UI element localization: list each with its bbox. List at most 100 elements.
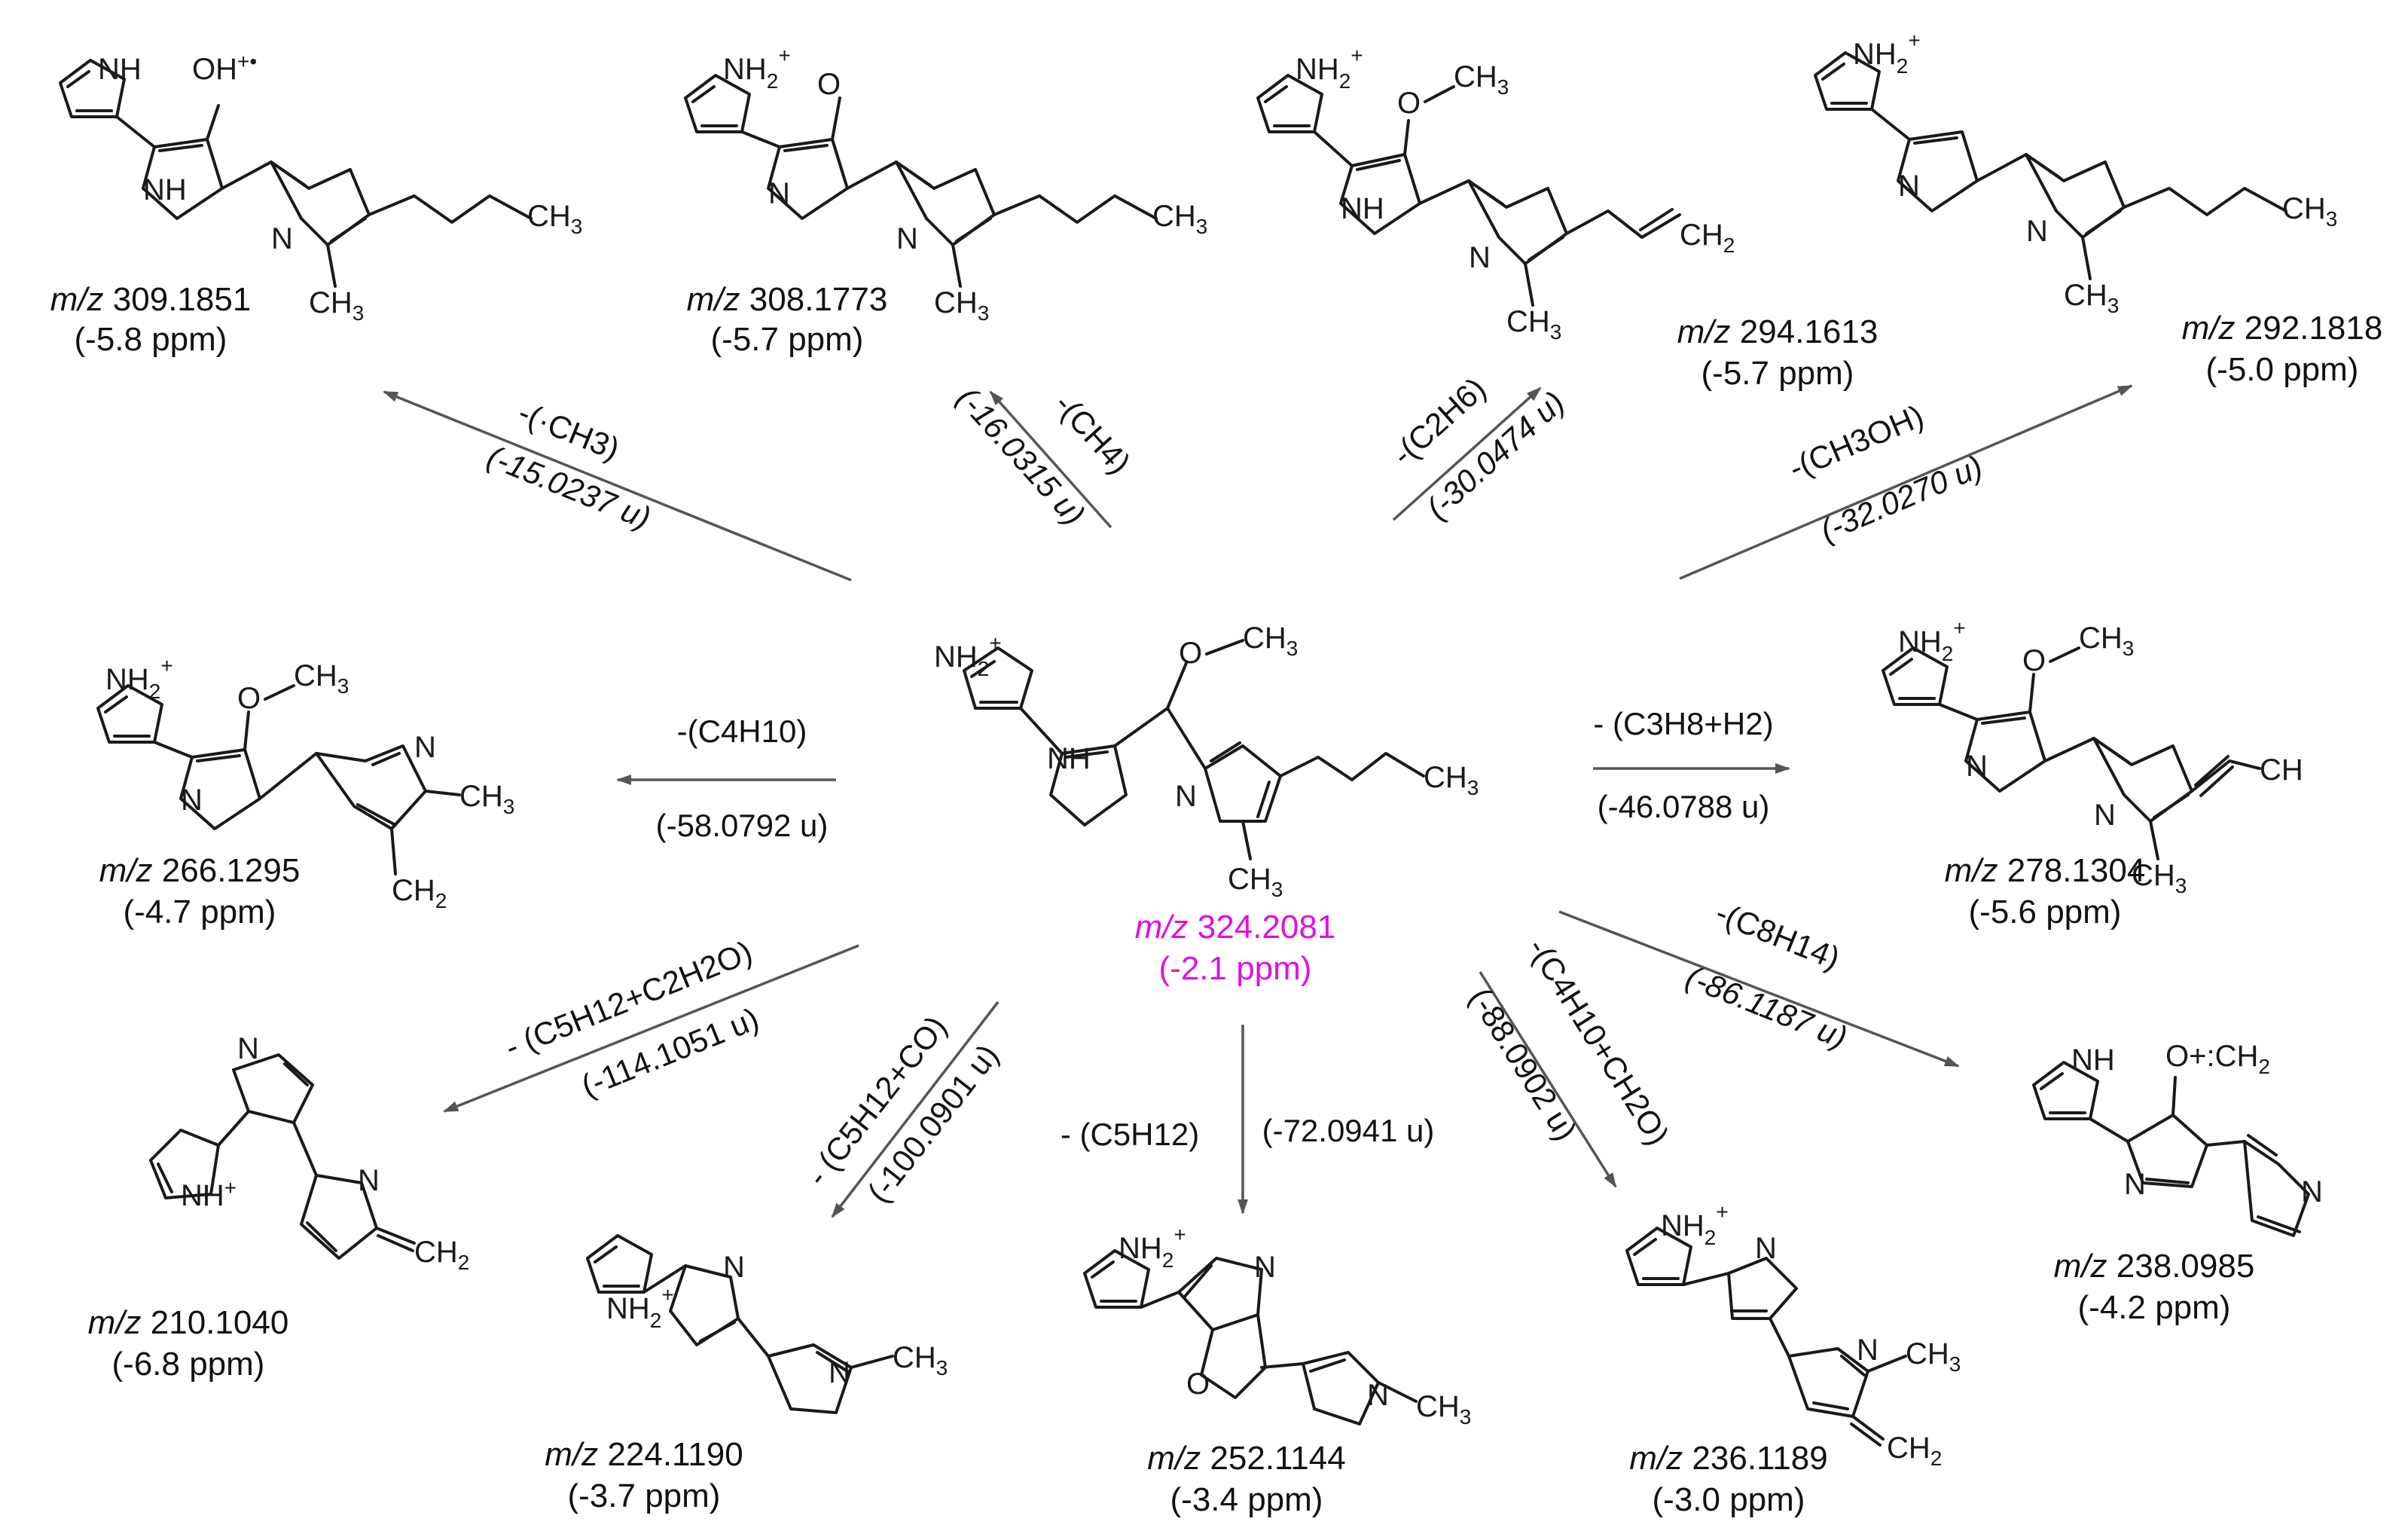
o-label: O bbox=[1397, 87, 1421, 120]
nh-plus-label: NH+ bbox=[181, 1176, 237, 1212]
ch3-label: CH3 bbox=[1906, 1337, 1961, 1376]
fragment-210-structure: N NH+ N CH2 bbox=[149, 1032, 469, 1274]
loss-labels: -(·CH3) (-15.0237 u) -(CH4) (-16.0315 u)… bbox=[483, 371, 1988, 1209]
ch3-label: CH3 bbox=[459, 780, 514, 818]
ch2-label: CH2 bbox=[1680, 218, 1735, 257]
nh2-plus-label: NH2+ bbox=[105, 654, 173, 703]
arrows bbox=[383, 384, 2133, 1218]
n-label: N bbox=[2301, 1175, 2323, 1208]
n-label: N bbox=[414, 731, 436, 764]
ch3-label: CH3 bbox=[1424, 761, 1479, 799]
oh-radical-label: OH+• bbox=[192, 50, 257, 86]
fragment-292-ppm: (-5.0 ppm) bbox=[2206, 351, 2359, 388]
ch3-label: CH3 bbox=[934, 286, 989, 325]
fragment-294-ppm: (-5.7 ppm) bbox=[1701, 355, 1854, 392]
fragment-292-structure: NH2+ N N CH3 CH3 bbox=[1814, 29, 2337, 317]
nh2-plus-label: NH2+ bbox=[934, 631, 1002, 680]
fragment-252-structure: NH2+ N O N CH3 bbox=[1083, 1223, 1471, 1428]
n-label: N bbox=[1367, 1379, 1389, 1412]
n-label: N bbox=[1469, 241, 1491, 274]
ch2-label: CH2 bbox=[414, 1236, 469, 1274]
ch3-label: CH3 bbox=[1416, 1390, 1471, 1428]
n-label: N bbox=[829, 1356, 850, 1389]
loss-292-label: -(CH3OH) bbox=[1784, 398, 1928, 486]
fragment-266-mz: m/z 266.1295 bbox=[99, 852, 301, 889]
n-label: N bbox=[2094, 799, 2116, 832]
n-label: N bbox=[2026, 215, 2048, 248]
n-label: N bbox=[1254, 1251, 1276, 1284]
o-label: O bbox=[1186, 1367, 1210, 1401]
fragment-236-ppm: (-3.0 ppm) bbox=[1653, 1481, 1805, 1518]
n-label: N bbox=[358, 1164, 380, 1197]
fragment-236-structure: NH2+ N N CH3 CH2 bbox=[1625, 1200, 1961, 1470]
n-label: N bbox=[723, 1251, 745, 1284]
ch-label: CH bbox=[2260, 753, 2303, 787]
n-label: N bbox=[1898, 170, 1920, 203]
ch3-label: CH3 bbox=[1454, 60, 1509, 99]
ch2-label: CH2 bbox=[392, 874, 447, 912]
parent-structure: NH2+ NH O CH3 N CH3 CH3 bbox=[934, 622, 1479, 901]
n-label: N bbox=[896, 222, 918, 255]
n-label: N bbox=[181, 784, 203, 817]
nh2-plus-label: NH2+ bbox=[606, 1283, 674, 1332]
nh-label: NH bbox=[143, 173, 187, 206]
fragment-236-mz: m/z 236.1189 bbox=[1629, 1440, 1827, 1477]
loss-252-label: - (C5H12) bbox=[1061, 1117, 1199, 1152]
arrow-to-294 bbox=[1392, 387, 1542, 521]
arrow-to-224 bbox=[831, 1001, 1000, 1218]
n-label: N bbox=[237, 1032, 259, 1065]
loss-238-label: -(C8H14) bbox=[1711, 894, 1845, 976]
ch3-label: CH3 bbox=[309, 286, 364, 325]
loss-224-mass: (-100.0901 u) bbox=[860, 1037, 1005, 1209]
ch3-label: CH3 bbox=[2079, 622, 2134, 660]
fragment-210-mz: m/z 210.1040 bbox=[88, 1304, 289, 1341]
fragment-308-mz: m/z 308.1773 bbox=[687, 281, 888, 318]
fragment-224-mz: m/z 224.1190 bbox=[545, 1436, 743, 1473]
n-label: N bbox=[1857, 1334, 1878, 1367]
ch3-label: CH3 bbox=[2132, 859, 2187, 897]
loss-278-label: - (C3H8+H2) bbox=[1593, 706, 1773, 741]
ch3-label: CH3 bbox=[527, 200, 582, 238]
o-label: O bbox=[1179, 637, 1202, 670]
fragment-309-structure: NH NH OH+• N CH3 CH3 bbox=[59, 50, 582, 325]
loss-308-label: -(CH4) bbox=[1048, 387, 1137, 481]
fragment-224-structure: NH2+ N N CH3 bbox=[586, 1234, 948, 1414]
fragment-292-mz: m/z 292.1818 bbox=[2182, 310, 2383, 347]
o-label: O bbox=[817, 68, 841, 101]
fragment-238-ppm: (-4.2 ppm) bbox=[2078, 1289, 2231, 1326]
nh2-plus-label: NH2+ bbox=[1296, 44, 1363, 93]
fragment-238-structure: NH O+:CH2 N N bbox=[2032, 1040, 2323, 1237]
fragment-278-ppm: (-5.6 ppm) bbox=[1969, 894, 2122, 930]
loss-266-mass: (-58.0792 u) bbox=[656, 808, 829, 843]
nh2-plus-label: NH2+ bbox=[1853, 29, 1921, 78]
loss-266-label: -(C4H10) bbox=[677, 713, 807, 749]
n-label: N bbox=[768, 177, 790, 210]
o-label: O bbox=[2022, 644, 2046, 677]
fragment-252-ppm: (-3.4 ppm) bbox=[1170, 1481, 1323, 1518]
nh-label: NH bbox=[1047, 742, 1091, 775]
o-label: O bbox=[237, 682, 261, 715]
ch3-label: CH3 bbox=[1228, 863, 1283, 901]
fragment-294-mz: m/z 294.1613 bbox=[1677, 313, 1878, 350]
n-label: N bbox=[1966, 750, 1988, 783]
n-label: N bbox=[2124, 1168, 2146, 1201]
ch3-label: CH3 bbox=[2282, 192, 2337, 231]
fragment-252-mz: m/z 252.1144 bbox=[1147, 1440, 1345, 1477]
ch3-label: CH3 bbox=[893, 1341, 948, 1380]
fragment-278-structure: NH2+ O CH3 N N CH3 CH bbox=[1882, 616, 2303, 897]
ch3-label: CH3 bbox=[1506, 305, 1561, 344]
nh2-plus-label: NH2+ bbox=[1661, 1200, 1729, 1249]
fragment-266-ppm: (-4.7 ppm) bbox=[124, 894, 276, 930]
fragment-224-ppm: (-3.7 ppm) bbox=[568, 1477, 721, 1514]
parent-ppm: (-2.1 ppm) bbox=[1159, 950, 1312, 987]
nh2-plus-label: NH2+ bbox=[1898, 616, 1966, 665]
parent-mz: m/z 324.2081 bbox=[1135, 909, 1336, 946]
arrow-to-292 bbox=[1679, 384, 2133, 580]
n-label: N bbox=[1755, 1232, 1777, 1265]
fragment-294-structure: NH2+ O CH3 NH N CH3 CH2 bbox=[1256, 44, 1735, 344]
nh-label: NH bbox=[1341, 192, 1384, 225]
fragment-308-ppm: (-5.7 ppm) bbox=[711, 321, 864, 358]
nh-label: NH bbox=[98, 53, 142, 86]
fragment-308-structure: NH2+ O N N CH3 CH3 bbox=[684, 44, 1207, 325]
